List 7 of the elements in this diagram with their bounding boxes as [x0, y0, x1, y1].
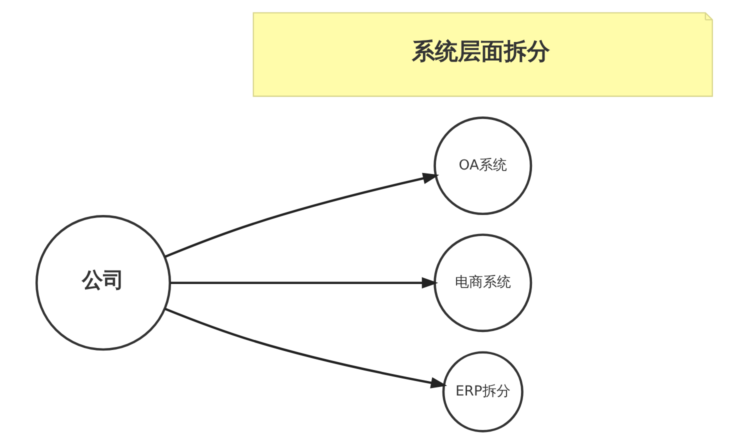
arrow — [170, 277, 438, 289]
node-circle: 电商系统 — [434, 234, 532, 332]
arrow — [164, 172, 440, 258]
arrow — [164, 308, 448, 388]
node-circle: OA系统 — [434, 116, 532, 216]
node-circle: 公司 — [35, 215, 172, 351]
node-circle: ERP拆分 — [442, 351, 524, 432]
